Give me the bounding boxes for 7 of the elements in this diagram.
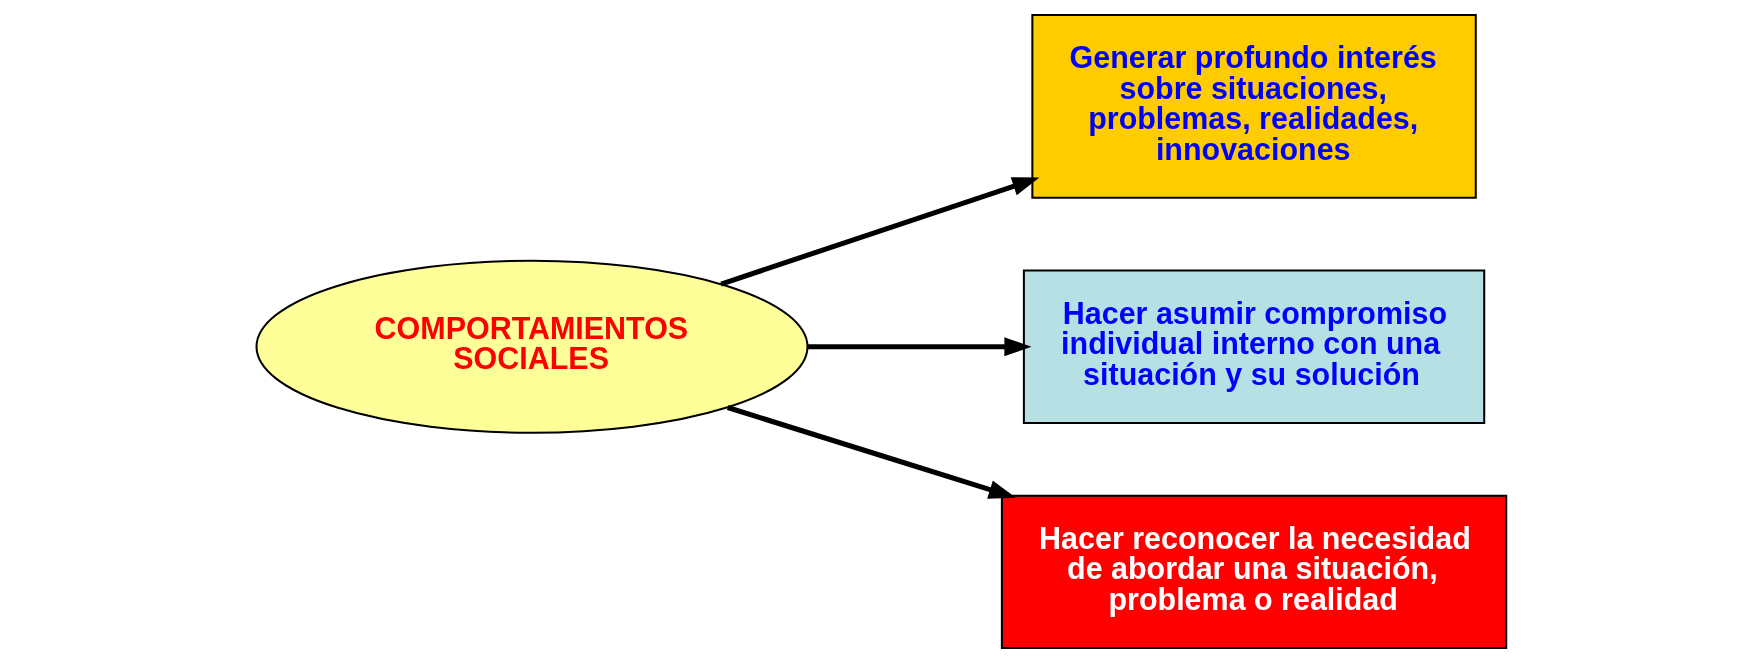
node-box: Generar profundo interés sobre situaciones, problemas, realidades, innovaciones [1030, 14, 1477, 199]
node-box: Hacer reconocer la necesidad de abordar una situación, problema o realidad [1000, 494, 1507, 649]
arrow [806, 337, 1031, 357]
arrow [719, 177, 1039, 287]
arrow [726, 405, 1016, 499]
node-box: Hacer asumir compromiso individual interno con una situación y su solución [1022, 269, 1485, 424]
node-ellipse: COMPORTAMIENTOS SOCIALES [255, 259, 808, 434]
